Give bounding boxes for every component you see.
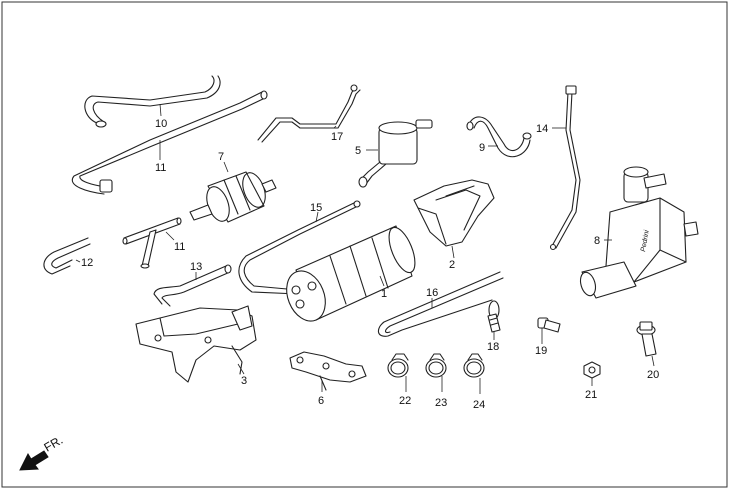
callout-18: 18: [487, 341, 499, 353]
part-8-valve: Pedrini: [579, 166, 699, 299]
part-6-clamp: [289, 351, 367, 391]
callout-8: 8: [594, 235, 600, 247]
part-11-y-fitting: [122, 217, 182, 269]
part-17-pipe: [257, 84, 361, 143]
part-14-tube: [549, 85, 581, 251]
callout-7: 7: [218, 151, 224, 163]
callout-3: 3: [241, 375, 247, 387]
callout-20: 20: [647, 369, 659, 381]
part-5-filter: [358, 119, 433, 188]
part-23-spring-clamp: [425, 353, 447, 378]
front-direction-arrow: FR.: [19, 433, 66, 471]
callout-2: 2: [449, 259, 455, 271]
callout-22: 22: [399, 395, 411, 407]
callout-1: 1: [381, 288, 387, 300]
callout-11-top: 11: [155, 162, 166, 174]
part-9-hose: [466, 116, 532, 158]
front-direction-label: FR.: [42, 433, 66, 455]
callout-6: 6: [318, 395, 324, 407]
part-21-nut: [583, 361, 601, 379]
part-18-bolt: [487, 300, 501, 333]
callout-13: 13: [190, 261, 202, 273]
part-19-bolt: [537, 317, 561, 333]
part-1-canister: [286, 225, 416, 322]
callout-5: 5: [355, 145, 361, 157]
part-11-long-hose: [71, 90, 268, 195]
callout-12: 12: [81, 257, 93, 269]
part-2-pump-head: [413, 179, 495, 247]
part-16-wire-clip: [377, 271, 504, 337]
callout-9: 9: [479, 142, 485, 154]
part-24-spring-clamp: [463, 353, 485, 378]
callout-14: 14: [536, 123, 548, 135]
part-7-inline-filter: [189, 171, 277, 223]
part-13-hose: [153, 264, 232, 307]
callout-17: 17: [331, 131, 343, 143]
part-20-bolt: [636, 321, 657, 357]
part-15-hose: [238, 200, 361, 295]
part-3-bracket: [135, 305, 257, 383]
callout-15: 15: [310, 202, 322, 214]
part-22-spring-clamp: [387, 353, 409, 378]
callout-16: 16: [426, 287, 438, 299]
part-10-hose: [84, 75, 221, 128]
callout-21: 21: [585, 389, 597, 401]
callout-23: 23: [435, 397, 447, 409]
valve-brand-label: Pedrini: [640, 229, 651, 252]
callout-11-bottom: 11: [174, 241, 185, 253]
callout-19: 19: [535, 345, 547, 357]
part-12-hose: [43, 237, 91, 275]
callout-10: 10: [155, 118, 167, 130]
callout-24: 24: [473, 399, 485, 411]
